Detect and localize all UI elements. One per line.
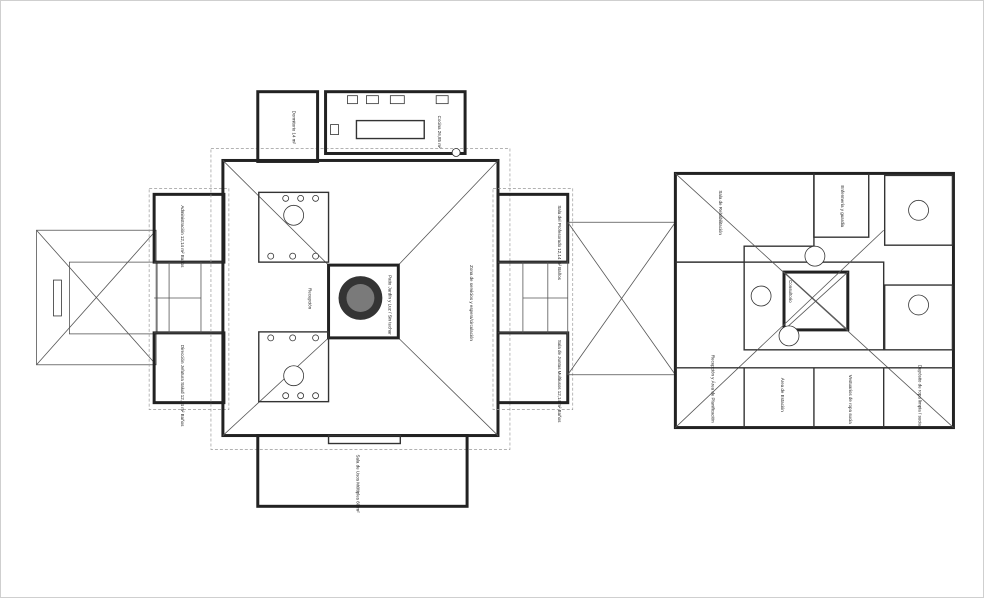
top-annex: [256, 90, 467, 163]
label-patio: Patio Jardín y Luz / Sin techar: [387, 275, 392, 335]
tree-icon: [338, 276, 383, 320]
label-sala-juntas: Sala de Juntas Multiusos 12,14 m² Baños: [557, 340, 562, 423]
label-rehabilitacion: Sala de Rehabilitación: [718, 190, 723, 235]
label-vestuarios: Vestuarios de ropa sucia: [848, 375, 853, 424]
left-wing: [148, 188, 230, 410]
accessible-symbol-icon: [750, 199, 929, 347]
accessible-symbol-icon: [283, 204, 305, 387]
room-labels: Dormitorio 14 m² Cocina 26,85 m² Adminis…: [180, 111, 923, 513]
label-recepcion: Recepción: [308, 288, 313, 310]
label-recepcion-planificacion: Recepción y Área de Planificación: [710, 355, 716, 423]
label-deposito: Depósito de ropa limpia / sucia: [918, 365, 923, 427]
bottom-annex: [256, 434, 469, 508]
label-zona-espera: Zona de servicios y espera/circulación: [469, 265, 474, 341]
label-sala-profesorado: Sala del Profesorado 12,14 m² Baños: [557, 205, 562, 280]
label-sala-usos: Sala de Usos Múltiples 60 m²: [355, 454, 360, 513]
label-direccion: Dirección Jefatura Salud 12,14 m² Baños: [180, 345, 185, 427]
right-building: [673, 171, 955, 430]
label-cocina: Cocina 26,85 m²: [437, 116, 442, 149]
label-enfermeria: Enfermería y guardia: [840, 185, 845, 227]
label-dormitorio: Dormitorio 14 m²: [292, 111, 297, 145]
main-block: [210, 148, 511, 450]
label-consultorio: Consultorio: [788, 280, 793, 303]
left-canopy: [36, 229, 158, 366]
toilet-icon: [267, 194, 319, 400]
connecting-bridge: [567, 221, 676, 376]
label-administracion: Administración 12,14 m² Baños: [180, 205, 185, 268]
label-area-estacion: Área de Estación: [780, 378, 786, 413]
